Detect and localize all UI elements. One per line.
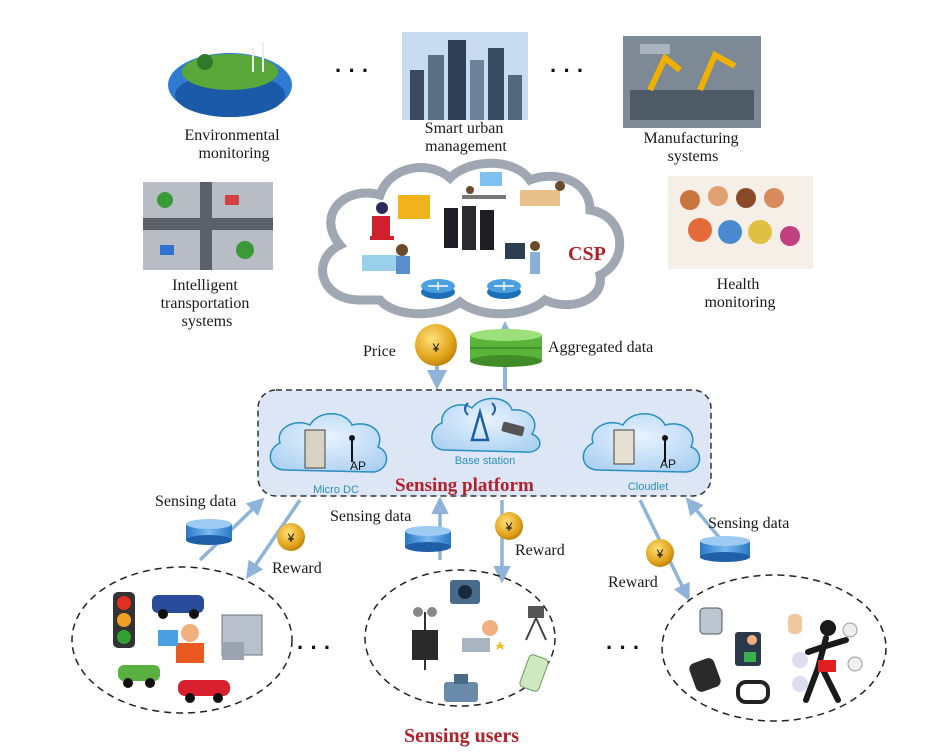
- left-reward-label: Reward: [272, 560, 322, 577]
- right-user-group: [661, 574, 887, 722]
- left-reward-arrow: [246, 499, 302, 579]
- svg-text:¥: ¥: [505, 520, 513, 534]
- user-at-computer-icon: [158, 624, 204, 663]
- red-car-icon: [178, 680, 230, 703]
- router-icon-right: [487, 279, 521, 299]
- aggregated-data-label: Aggregated data: [548, 339, 653, 356]
- fitness-band-icon: [689, 658, 770, 704]
- base-station-label: Base station: [455, 455, 516, 467]
- right-reward-coin-icon: ¥: [646, 539, 674, 567]
- price-label: Price: [363, 343, 396, 360]
- meeting-icon: [462, 172, 506, 199]
- runner-icon: [803, 620, 849, 703]
- cloudlet-label: Cloudlet: [628, 481, 668, 493]
- app-label-environmental: Environmental monitoring: [184, 127, 283, 162]
- micro-dc-ap-label: AP: [350, 459, 366, 473]
- engineer-icon: [362, 244, 410, 274]
- sensor-tripod-icon: [525, 606, 547, 641]
- middle-reward-label: Reward: [515, 542, 565, 559]
- router-icon-left: [421, 279, 455, 299]
- middle-user-group: [364, 569, 556, 707]
- sensing-users-title: Sensing users: [404, 725, 519, 747]
- manufacturing-image: [623, 36, 761, 128]
- health-monitoring-image: [668, 176, 813, 269]
- hand-gesture-icon: [788, 614, 802, 634]
- middle-reward-coin-icon: ¥: [495, 512, 523, 540]
- cloudlet-ap-label: AP: [660, 457, 676, 471]
- traffic-light-icon: [113, 592, 135, 648]
- ellipsis-top-right: · · ·: [550, 58, 584, 83]
- app-label-transportation: Intelligent transportation systems: [161, 277, 254, 330]
- left-reward-coin-icon: ¥: [277, 523, 305, 551]
- wearable-icons-cluster: [792, 622, 863, 692]
- svg-text:¥: ¥: [656, 547, 664, 561]
- app-label-manufacturing: Manufacturing systems: [643, 130, 742, 165]
- app-label-health: Health monitoring: [704, 276, 775, 311]
- sensing-platform-title: Sensing platform: [395, 475, 534, 496]
- micro-dc-cloud: [269, 413, 388, 473]
- workstation-icon: [520, 181, 565, 206]
- server-rack-icon: [444, 206, 494, 250]
- right-sensing-data-label: Sensing data: [708, 515, 789, 532]
- cloudlet-cloud: [582, 413, 701, 473]
- right-database-icon: [700, 536, 750, 562]
- truck-icon: [221, 614, 263, 660]
- left-user-group: [71, 566, 293, 714]
- smartwatch-icon: [699, 607, 723, 635]
- laptop-user-icon: [462, 620, 505, 652]
- handheld-device-icon: [519, 654, 549, 692]
- environmental-monitoring-image: [168, 42, 292, 117]
- weather-station-icon: [412, 607, 438, 670]
- middle-database-icon: [405, 526, 451, 552]
- presenter-icon: [505, 241, 540, 274]
- ellipsis-top-left: · · ·: [335, 58, 369, 83]
- green-car-icon: [118, 665, 160, 688]
- csp-office-worker-icon: [370, 195, 430, 240]
- left-database-icon: [186, 519, 232, 545]
- price-coin-icon: ¥: [415, 324, 457, 366]
- camera-icon: [450, 580, 480, 604]
- app-label-smart-urban: Smart urban management: [425, 120, 508, 155]
- svg-text:¥: ¥: [287, 531, 295, 545]
- health-app-icon: [735, 632, 761, 666]
- csp-label: CSP: [568, 243, 606, 265]
- right-reward-label: Reward: [608, 574, 658, 591]
- svg-text:¥: ¥: [432, 341, 440, 355]
- aggregated-data-database-icon: [470, 329, 542, 367]
- transportation-image: [143, 182, 273, 270]
- left-sensing-data-label: Sensing data: [155, 493, 236, 510]
- police-car-icon: [152, 595, 204, 619]
- middle-sensing-data-label: Sensing data: [330, 508, 411, 525]
- micro-dc-label: Micro DC: [313, 484, 359, 496]
- air-sensor-icon: [444, 674, 478, 702]
- ellipsis-users-left: · · ·: [297, 635, 331, 660]
- ellipsis-users-right: · · ·: [606, 635, 640, 660]
- base-station-cloud: [431, 397, 541, 453]
- smart-urban-image: [402, 32, 528, 120]
